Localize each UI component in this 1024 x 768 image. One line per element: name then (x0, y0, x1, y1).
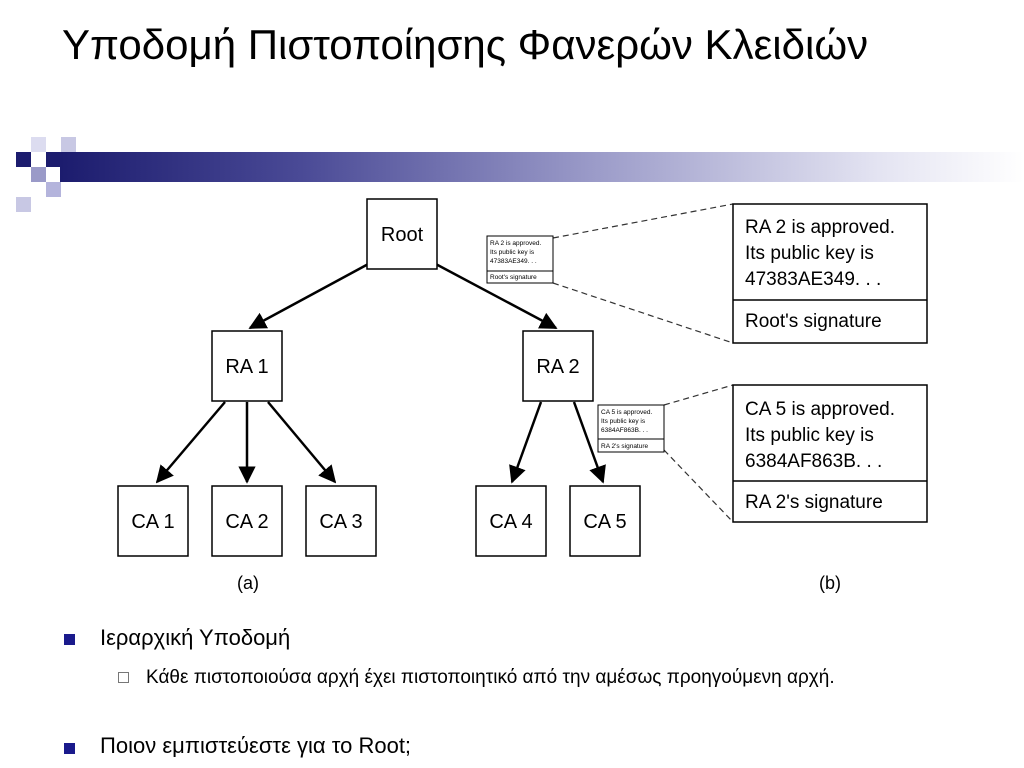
bullet-item-hierarchy: Ιεραρχική Υποδομή (100, 625, 291, 650)
node-ra2 (522, 330, 594, 402)
svg-text:RA 2's signature: RA 2's signature (745, 492, 883, 513)
node-ca1-label: CA 1 (131, 511, 174, 533)
node-ca2 (211, 485, 283, 557)
small-cert-ra2: RA 2 is approved. Its public key is 4738… (486, 235, 554, 284)
svg-text:Its public key is: Its public key is (745, 243, 874, 264)
node-ra1-label: RA 1 (225, 356, 268, 378)
svg-text:Root's signature: Root's signature (490, 274, 537, 281)
node-ca5-label: CA 5 (583, 511, 626, 533)
node-ca3 (305, 485, 377, 557)
slide-title: Υποδομή Πιστοποίησης Φανερών Κλειδιών (62, 21, 869, 68)
svg-text:6384AF863B. . .: 6384AF863B. . . (745, 451, 882, 472)
node-ra2-label: RA 2 (536, 356, 579, 378)
svg-text:Its public key is: Its public key is (601, 418, 646, 425)
node-ca1 (117, 485, 189, 557)
node-ca4 (475, 485, 547, 557)
bullet-item-trust-root: Ποιον εμπιστεύεστε για το Root; (100, 733, 412, 758)
svg-text:CA 5 is approved.: CA 5 is approved. (601, 409, 653, 416)
svg-text:RA 2 is approved.: RA 2 is approved. (490, 240, 542, 247)
svg-text:CA 5 is approved.: CA 5 is approved. (745, 399, 895, 420)
node-root-label: Root (381, 224, 424, 246)
svg-text:Its public key is: Its public key is (490, 249, 535, 256)
svg-text:RA 2 is approved.: RA 2 is approved. (745, 217, 895, 238)
svg-text:RA 2's signature: RA 2's signature (601, 443, 649, 450)
svg-text:Its public key is: Its public key is (745, 425, 874, 446)
node-ca3-label: CA 3 (319, 511, 362, 533)
certificate-hierarchy-diagram: Root RA 1 RA 2 CA 1 CA 2 CA 3 CA 4 CA 5 … (117, 198, 928, 593)
svg-text:6384AF863B. . .: 6384AF863B. . . (601, 427, 648, 434)
large-cert-ra2: RA 2 is approved. Its public key is 4738… (732, 203, 928, 344)
node-ca5 (569, 485, 641, 557)
node-ra1 (211, 330, 283, 402)
zoom-connectors (552, 203, 734, 523)
node-ca2-label: CA 2 (225, 511, 268, 533)
small-cert-ca5: CA 5 is approved. Its public key is 6384… (597, 404, 665, 453)
svg-text:47383AE349. . .: 47383AE349. . . (745, 269, 881, 290)
title-underline-bar (60, 152, 1024, 182)
bullet-marker (64, 634, 75, 645)
node-ca4-label: CA 4 (489, 511, 532, 533)
label-a: (a) (237, 573, 259, 593)
label-b: (b) (819, 573, 841, 593)
sub-bullet-item-certificate: Κάθε πιστοποιούσα αρχή έχει πιστοποιητικ… (146, 667, 835, 688)
hierarchy-arrows (155, 260, 606, 484)
bullet-marker (64, 743, 75, 754)
large-cert-ca5: CA 5 is approved. Its public key is 6384… (732, 384, 928, 523)
svg-text:47383AE349. . .: 47383AE349. . . (490, 258, 537, 265)
sub-bullet-marker (118, 672, 129, 683)
svg-text:Root's signature: Root's signature (745, 311, 882, 332)
node-root (366, 198, 438, 270)
